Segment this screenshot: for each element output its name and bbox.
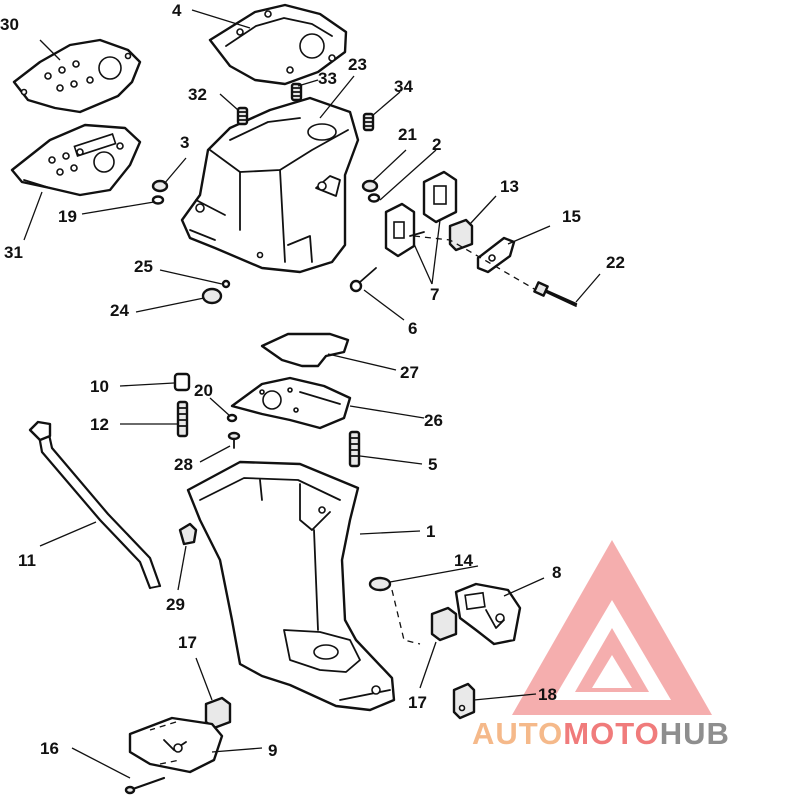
leader-lines xyxy=(23,9,601,779)
callout-30: 30 xyxy=(0,15,19,34)
part-28-screw xyxy=(227,431,241,449)
part-10-sleeve xyxy=(173,372,191,392)
callout-26: 26 xyxy=(424,411,443,430)
part-21-nut xyxy=(361,179,379,193)
part-33-stud xyxy=(290,82,303,102)
callout-19: 19 xyxy=(58,207,77,226)
part-25-washer xyxy=(221,279,231,289)
callout-15: 15 xyxy=(562,207,581,226)
part-32-stud xyxy=(236,106,249,126)
part-31-plate xyxy=(10,123,142,197)
callout-17-left: 17 xyxy=(178,633,197,652)
callout-5: 5 xyxy=(428,455,437,474)
part-16-bolt xyxy=(124,776,166,795)
part-7-mount xyxy=(384,170,458,258)
watermark-logo xyxy=(512,540,712,715)
part-12-stud xyxy=(176,400,189,438)
callout-16: 16 xyxy=(40,739,59,758)
part-8-bracket xyxy=(454,582,522,646)
callout-14: 14 xyxy=(454,551,473,570)
part-29-grommet xyxy=(178,522,198,546)
svg-text:AUTOMOTOHUB: AUTOMOTOHUB xyxy=(472,716,730,751)
part-17-block-right xyxy=(430,606,458,642)
part-9-clamp xyxy=(128,716,224,774)
part-30-gasket xyxy=(12,38,142,114)
callout-33: 33 xyxy=(318,69,337,88)
callout-21: 21 xyxy=(398,125,417,144)
callout-6: 6 xyxy=(408,319,417,338)
callout-27: 27 xyxy=(400,363,419,382)
callout-20: 20 xyxy=(194,381,213,400)
part-22-bolt xyxy=(533,281,578,307)
part-6-screw xyxy=(349,267,377,293)
callout-10: 10 xyxy=(90,377,109,396)
assembly-lines xyxy=(149,235,537,765)
part-26-plate xyxy=(230,376,352,430)
part-23-adapter-housing xyxy=(180,96,360,274)
part-20-washer xyxy=(226,413,238,423)
callout-29: 29 xyxy=(166,595,185,614)
callout-25: 25 xyxy=(134,257,153,276)
callout-22: 22 xyxy=(606,253,625,272)
callout-23: 23 xyxy=(348,55,367,74)
callout-9: 9 xyxy=(268,741,277,760)
part-4-gasket xyxy=(208,3,348,86)
part-27-gasket xyxy=(260,332,350,368)
callout-31: 31 xyxy=(4,243,23,262)
watermark-text-moto: MOTO xyxy=(563,716,659,751)
part-3-nut xyxy=(151,179,169,193)
callout-32: 32 xyxy=(188,85,207,104)
callout-labels: 1 2 3 4 5 6 7 8 9 10 11 12 13 14 15 16 1… xyxy=(0,1,625,760)
callout-17-right: 17 xyxy=(408,693,427,712)
part-2-washer xyxy=(367,193,381,203)
callout-2: 2 xyxy=(432,135,441,154)
callout-7: 7 xyxy=(430,285,439,304)
part-19-washer xyxy=(151,195,165,205)
callout-34: 34 xyxy=(394,77,413,96)
part-13-block xyxy=(448,218,474,252)
part-15-bracket xyxy=(476,236,516,274)
callout-4: 4 xyxy=(172,1,182,20)
part-1-exhaust-housing xyxy=(186,460,396,712)
callout-1: 1 xyxy=(426,522,435,541)
callout-12: 12 xyxy=(90,415,109,434)
watermark-text: AUTOMOTOHUB xyxy=(472,716,730,751)
callout-3: 3 xyxy=(180,133,189,152)
watermark-text-hub: HUB xyxy=(660,716,730,751)
part-11-water-tube xyxy=(28,420,162,590)
callout-28: 28 xyxy=(174,455,193,474)
part-34-stud xyxy=(362,112,375,132)
callout-8: 8 xyxy=(552,563,561,582)
part-18-block xyxy=(452,682,476,720)
callout-24: 24 xyxy=(110,301,129,320)
callout-11: 11 xyxy=(18,551,36,570)
callout-18: 18 xyxy=(538,685,557,704)
watermark-text-auto: AUTO xyxy=(472,716,563,751)
callout-13: 13 xyxy=(500,177,519,196)
part-24-plug xyxy=(201,287,223,305)
part-5-stud xyxy=(348,430,361,468)
part-14-mount xyxy=(368,576,392,592)
